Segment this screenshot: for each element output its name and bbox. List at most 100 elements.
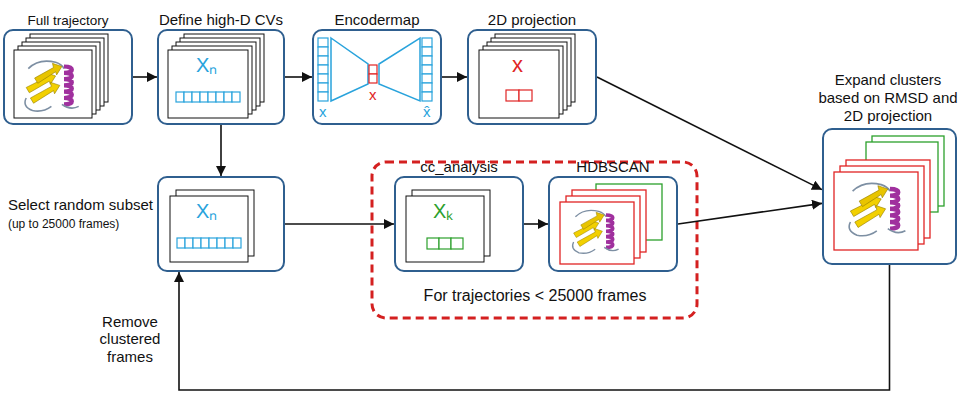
node-heading: cc_analysis bbox=[372, 158, 546, 175]
box-title: Encodermap bbox=[290, 11, 464, 28]
box-subtitle: (up to 25000 frames) bbox=[8, 217, 153, 231]
vector-cells bbox=[177, 238, 185, 248]
cluster-frames bbox=[834, 172, 918, 250]
vector-cells bbox=[225, 238, 233, 248]
vector-cells bbox=[233, 238, 241, 248]
protein-cartoon bbox=[25, 61, 79, 111]
frame-stack bbox=[168, 34, 264, 118]
cluster-frames bbox=[560, 202, 634, 264]
process-box: Expand clusters based on RMSD and 2D pro… bbox=[822, 128, 957, 265]
node-heading: Select random subset (up to 25000 frames) bbox=[8, 196, 153, 231]
box-title: Define high-D CVs bbox=[135, 11, 307, 28]
vector-cells bbox=[209, 238, 217, 248]
vector-cells bbox=[184, 92, 192, 102]
variable-label: Xₙ bbox=[196, 201, 217, 221]
vector-cells bbox=[422, 83, 432, 92]
vector-cells bbox=[422, 65, 432, 74]
edge-label: Remove clustered frames bbox=[89, 313, 171, 365]
box-title: Select random subset bbox=[8, 196, 153, 213]
vector-cells bbox=[208, 92, 216, 102]
variable-label: x bbox=[512, 54, 523, 76]
frame-stack bbox=[170, 190, 254, 262]
encoder-network bbox=[379, 38, 420, 101]
frame-stack bbox=[170, 196, 248, 262]
flow-arrow bbox=[524, 223, 548, 225]
variable-label: Xₖ bbox=[433, 201, 453, 221]
vector-cells bbox=[422, 74, 432, 83]
flow-arrow bbox=[442, 76, 467, 78]
box-title: Full trajectory bbox=[0, 13, 155, 28]
vector-cells bbox=[176, 38, 532, 249]
vector-cells bbox=[201, 238, 209, 248]
protein-cartoon bbox=[849, 183, 905, 235]
vector-cells bbox=[427, 238, 439, 249]
process-box: 2D projection bbox=[467, 29, 597, 125]
box-title: cc_analysis bbox=[372, 158, 546, 175]
frame-stack bbox=[406, 196, 484, 262]
vector-cells bbox=[422, 47, 432, 56]
region-note: For trajectories < 25000 frames bbox=[424, 288, 647, 304]
vector-cells bbox=[192, 92, 200, 102]
flow-arrow bbox=[179, 265, 890, 390]
vector-cells bbox=[200, 92, 208, 102]
protein-cartoon bbox=[573, 210, 619, 253]
box-title: 2D projection bbox=[445, 11, 619, 28]
vector-cells bbox=[193, 238, 201, 248]
vector-cells bbox=[506, 90, 519, 101]
node-heading: Expand clusters based on RMSD and 2D pro… bbox=[818, 71, 958, 125]
vector-cells bbox=[318, 47, 328, 56]
dashed-region bbox=[372, 162, 697, 318]
vector-cells bbox=[439, 238, 451, 249]
box-title: Expand clusters based on RMSD and 2D pro… bbox=[818, 71, 958, 125]
process-box: HDBSCAN bbox=[548, 176, 678, 272]
vector-cells bbox=[318, 74, 328, 83]
process-box: Select random subset(up to 25000 frames) bbox=[157, 176, 285, 272]
variable-label: Xₙ bbox=[196, 55, 217, 75]
process-box: cc_analysis bbox=[394, 176, 524, 272]
vector-cells bbox=[216, 92, 224, 102]
vector-cells bbox=[318, 56, 328, 65]
vector-cells bbox=[451, 238, 463, 249]
node-heading: Define high-D CVs bbox=[135, 11, 307, 28]
frame-stack bbox=[479, 34, 575, 118]
cluster-frames bbox=[834, 136, 944, 250]
vector-cells bbox=[176, 92, 184, 102]
vector-cells bbox=[318, 83, 328, 92]
vector-cells bbox=[318, 65, 328, 74]
vector-cells bbox=[369, 74, 377, 83]
vector-cells bbox=[217, 238, 225, 248]
node-heading: HDBSCAN bbox=[526, 158, 700, 175]
flow-arrow bbox=[285, 223, 394, 225]
process-box: Full trajectory bbox=[3, 29, 133, 125]
variable-label: x bbox=[369, 87, 377, 102]
vector-cells bbox=[422, 38, 432, 47]
encoder-network bbox=[331, 38, 368, 101]
vector-cells bbox=[422, 92, 432, 101]
node-heading: Encodermap bbox=[290, 11, 464, 28]
frame-stack bbox=[479, 50, 559, 118]
box-title: HDBSCAN bbox=[526, 158, 700, 175]
frame-stack bbox=[14, 50, 92, 118]
node-heading: 2D projection bbox=[445, 11, 619, 28]
process-box: Define high-D CVs bbox=[157, 29, 285, 125]
vector-cells bbox=[232, 92, 240, 102]
vector-cells bbox=[318, 92, 328, 101]
flow-arrow bbox=[678, 203, 822, 224]
node-heading: Full trajectory bbox=[0, 13, 155, 28]
frame-stack bbox=[14, 34, 108, 118]
flow-arrow bbox=[133, 76, 157, 78]
flow-arrow bbox=[220, 125, 222, 176]
vector-cells bbox=[224, 92, 232, 102]
vector-cells bbox=[422, 56, 432, 65]
vector-cells bbox=[318, 38, 328, 47]
encoder-network bbox=[331, 38, 420, 101]
process-box: Encodermap bbox=[312, 29, 442, 125]
variable-label: x̂ bbox=[423, 104, 431, 119]
vector-cells bbox=[185, 238, 193, 248]
cluster-frames bbox=[560, 184, 662, 264]
vector-cells bbox=[369, 65, 377, 74]
frame-stack bbox=[406, 190, 490, 262]
vector-cells bbox=[519, 90, 532, 101]
flow-arrow bbox=[285, 76, 312, 78]
